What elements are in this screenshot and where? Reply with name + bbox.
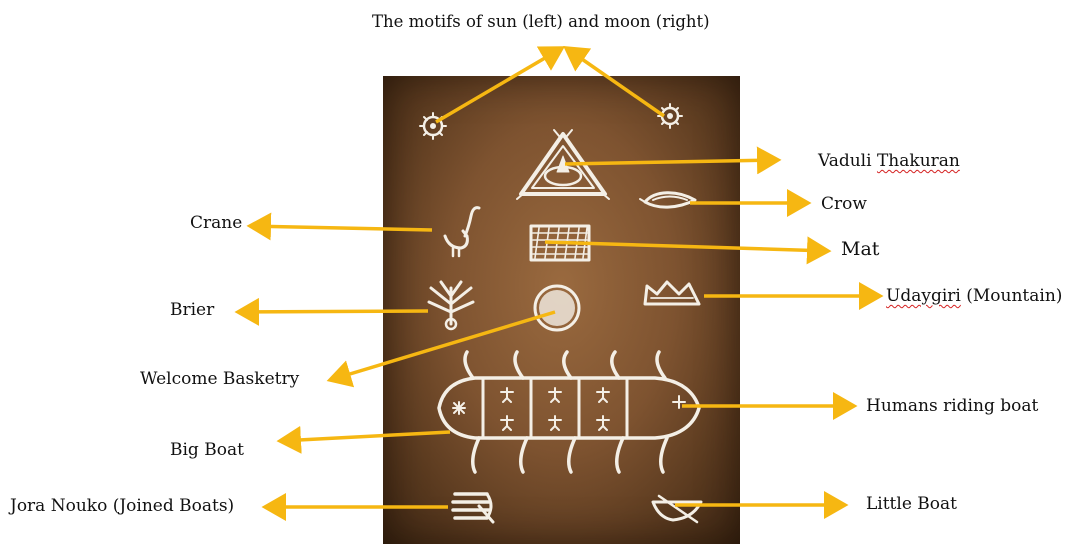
label-udaygiri-mountain: Udaygiri (Mountain) [886, 288, 1062, 305]
moon-arrow [566, 48, 664, 116]
diagram-title: The motifs of sun (left) and moon (right… [372, 14, 710, 31]
crane-arrow [250, 226, 432, 230]
label-mat: Mat [841, 240, 879, 259]
brier-arrow [238, 311, 428, 312]
label-mountain: (Mountain) [966, 286, 1062, 306]
label-vaduli: Vaduli [818, 151, 872, 171]
label-humans-riding-boat: Humans riding boat [866, 398, 1038, 415]
label-brier: Brier [170, 302, 214, 319]
basketry-arrow [330, 312, 555, 380]
label-udaygiri: Udaygiri [886, 286, 961, 306]
label-crane: Crane [190, 215, 242, 232]
label-big-boat: Big Boat [170, 442, 244, 459]
label-thakuran: Thakuran [877, 151, 960, 171]
sun-arrow [436, 48, 562, 122]
label-crow: Crow [821, 196, 867, 213]
label-little-boat: Little Boat [866, 496, 957, 513]
big-boat-arrow [280, 432, 450, 441]
label-vaduli-thakuran: Vaduli Thakuran [818, 153, 960, 170]
label-jora-nouko: Jora Nouko (Joined Boats) [10, 498, 234, 515]
vaduli-arrow [565, 160, 778, 164]
mat-arrow [545, 242, 828, 251]
label-welcome-basketry: Welcome Basketry [140, 371, 299, 388]
